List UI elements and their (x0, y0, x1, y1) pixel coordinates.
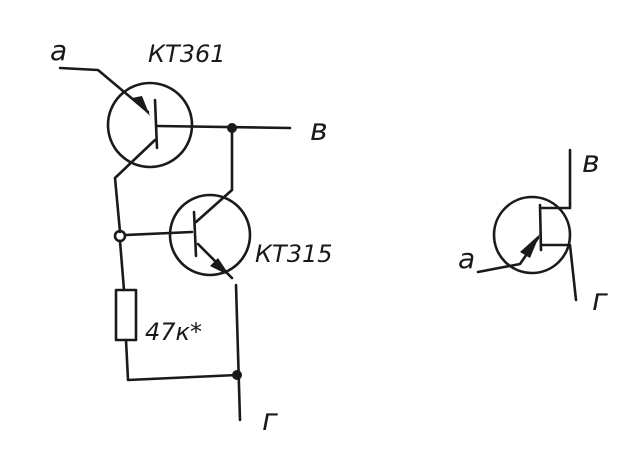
junction-dot (232, 370, 242, 380)
emitter-arrow-icon (132, 96, 150, 116)
symbol-top-label-v: в (582, 145, 600, 180)
transistor-label-kt315: КТ315 (255, 240, 333, 268)
input-arrow-icon (520, 234, 540, 258)
transistor-label-kt361: КТ361 (148, 40, 226, 68)
transistor-kt315 (123, 126, 252, 422)
symbol-input-label-a: а (458, 242, 475, 275)
composite-transistor-symbol (476, 148, 578, 302)
resistor-47k (114, 239, 239, 382)
input-label-a: а (50, 34, 67, 67)
output-label-g: г (262, 403, 278, 438)
emitter-arrow-icon (210, 258, 230, 276)
symbol-bottom-label-g: г (592, 283, 608, 318)
transistor-kt361 (58, 66, 292, 234)
resistor-label: 47к* (145, 318, 202, 346)
output-label-v: в (310, 113, 328, 148)
